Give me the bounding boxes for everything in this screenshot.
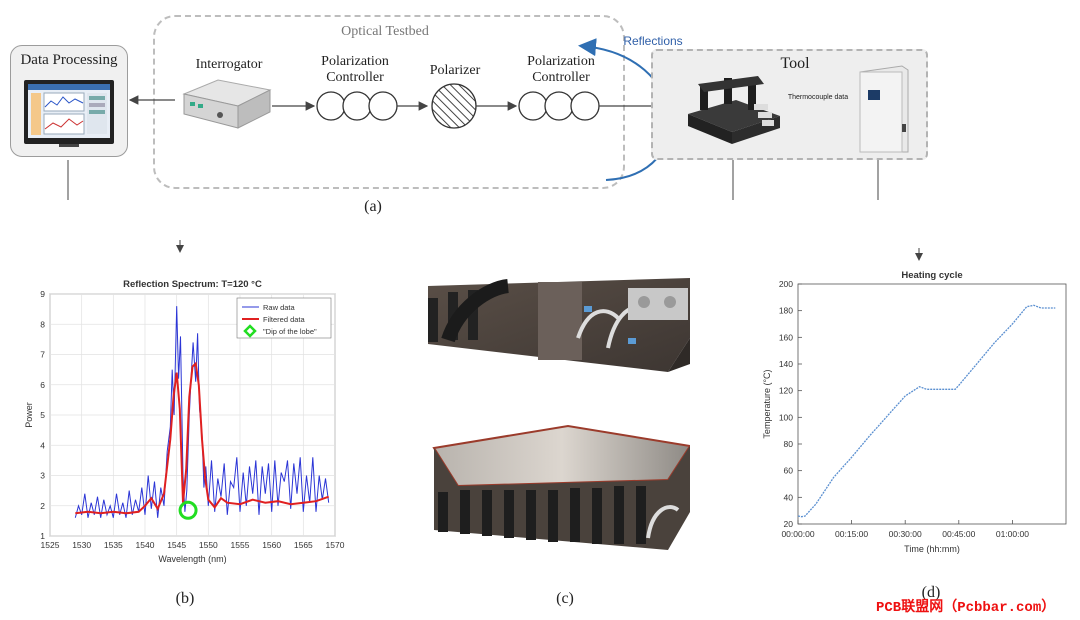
- x-axis-label: Wavelength (nm): [158, 554, 226, 564]
- legend-dip-label: "Dip of the lobe": [263, 327, 317, 336]
- x-tick-label: 1560: [262, 540, 281, 550]
- x-tick-label: 00:30:00: [889, 529, 922, 539]
- tool-photo-bottom: [432, 424, 690, 550]
- reflection-spectrum-chart: 1525 1530 1535 1540 1545 1550 1555 1560 1565 1570…: [24, 279, 345, 564]
- interrogator-device: [182, 79, 272, 129]
- dip-marker: [178, 500, 198, 520]
- legend-filtered-label: Filtered data: [263, 315, 306, 324]
- reflections-label: Reflections: [623, 34, 683, 48]
- heating-cycle-chart: 00:00:00 00:15:00 00:30:00 00:45:00 01:00:00…: [762, 270, 1067, 554]
- x-tick-label: 1530: [72, 540, 91, 550]
- y-tick-label: 160: [779, 332, 793, 342]
- tool-photo-top: [428, 278, 690, 372]
- y-tick-label: 1: [40, 531, 45, 541]
- caption-d: (d): [921, 584, 941, 601]
- x-tick-label: 1525: [41, 540, 60, 550]
- y-tick-label: 180: [779, 306, 793, 316]
- monitor-icon: [24, 80, 114, 147]
- legend-raw-label: Raw data: [263, 303, 296, 312]
- y-tick-label: 7: [40, 350, 45, 360]
- y-tick-label: 8: [40, 319, 45, 329]
- y-tick-label: 20: [784, 519, 794, 529]
- y-tick-label: 80: [784, 439, 794, 449]
- tool-illustration: [688, 76, 780, 144]
- polarization-controller-1: [316, 91, 398, 121]
- y-tick-label: 9: [40, 289, 45, 299]
- polarization-controller-2-label: Polarization Controller: [527, 54, 595, 85]
- x-axis-label: Time (hh:mm): [904, 544, 960, 554]
- x-tick-label: 1565: [294, 540, 313, 550]
- caption-b: (b): [175, 590, 195, 607]
- thermocouple-label: Thermocouple data: [787, 94, 849, 101]
- polarizer-label: Polarizer: [429, 63, 481, 78]
- x-tick-label: 1545: [167, 540, 186, 550]
- x-tick-label: 00:00:00: [781, 529, 814, 539]
- chart-title: Reflection Spectrum: T=120 °C: [123, 279, 262, 290]
- data-processing-label: Data Processing: [20, 52, 118, 68]
- polarizer-element: [431, 83, 477, 129]
- y-tick-label: 3: [40, 471, 45, 481]
- connector-tails: [176, 240, 923, 261]
- y-tick-label: 200: [779, 279, 793, 289]
- y-tick-label: 4: [40, 440, 45, 450]
- optical-testbed-label: Optical Testbed: [341, 24, 429, 39]
- caption-c: (c): [556, 590, 574, 607]
- caption-a: (a): [364, 198, 382, 215]
- y-tick-label: 140: [779, 359, 793, 369]
- x-tick-label: 01:00:00: [996, 529, 1029, 539]
- y-tick-label: 120: [779, 386, 793, 396]
- oven-cabinet: [859, 65, 909, 153]
- y-tick-label: 100: [779, 412, 793, 422]
- y-tick-label: 6: [40, 380, 45, 390]
- x-tick-label: 1540: [136, 540, 155, 550]
- y-tick-label: 60: [784, 466, 794, 476]
- temperature-line: [797, 304, 1056, 518]
- raw-data-line: [74, 306, 330, 518]
- legend-dip-swatch: [243, 324, 257, 338]
- x-tick-label: 1535: [104, 540, 123, 550]
- tool-label: Tool: [780, 55, 810, 72]
- interrogator-label: Interrogator: [195, 57, 263, 72]
- filtered-data-line: [75, 361, 330, 515]
- plot-area: [797, 283, 1067, 525]
- polarization-controller-2: [518, 91, 600, 121]
- y-axis-label: Power: [24, 402, 34, 428]
- y-tick-label: 40: [784, 492, 794, 502]
- optical-testbed-frame: [153, 15, 625, 189]
- chart-title: Heating cycle: [901, 270, 962, 281]
- x-tick-label: 1550: [199, 540, 218, 550]
- optical-path: [67, 38, 879, 200]
- x-tick-label: 1555: [231, 540, 250, 550]
- y-tick-label: 2: [40, 501, 45, 511]
- watermark: PCB联盟网（Pcbbar.com）: [876, 600, 1056, 616]
- x-tick-label: 1570: [326, 540, 345, 550]
- x-tick-label: 00:45:00: [942, 529, 975, 539]
- y-tick-label: 5: [40, 410, 45, 420]
- polarization-controller-1-label: Polarization Controller: [321, 54, 389, 85]
- y-axis-label: Temperature (°C): [762, 369, 772, 438]
- x-tick-label: 00:15:00: [835, 529, 868, 539]
